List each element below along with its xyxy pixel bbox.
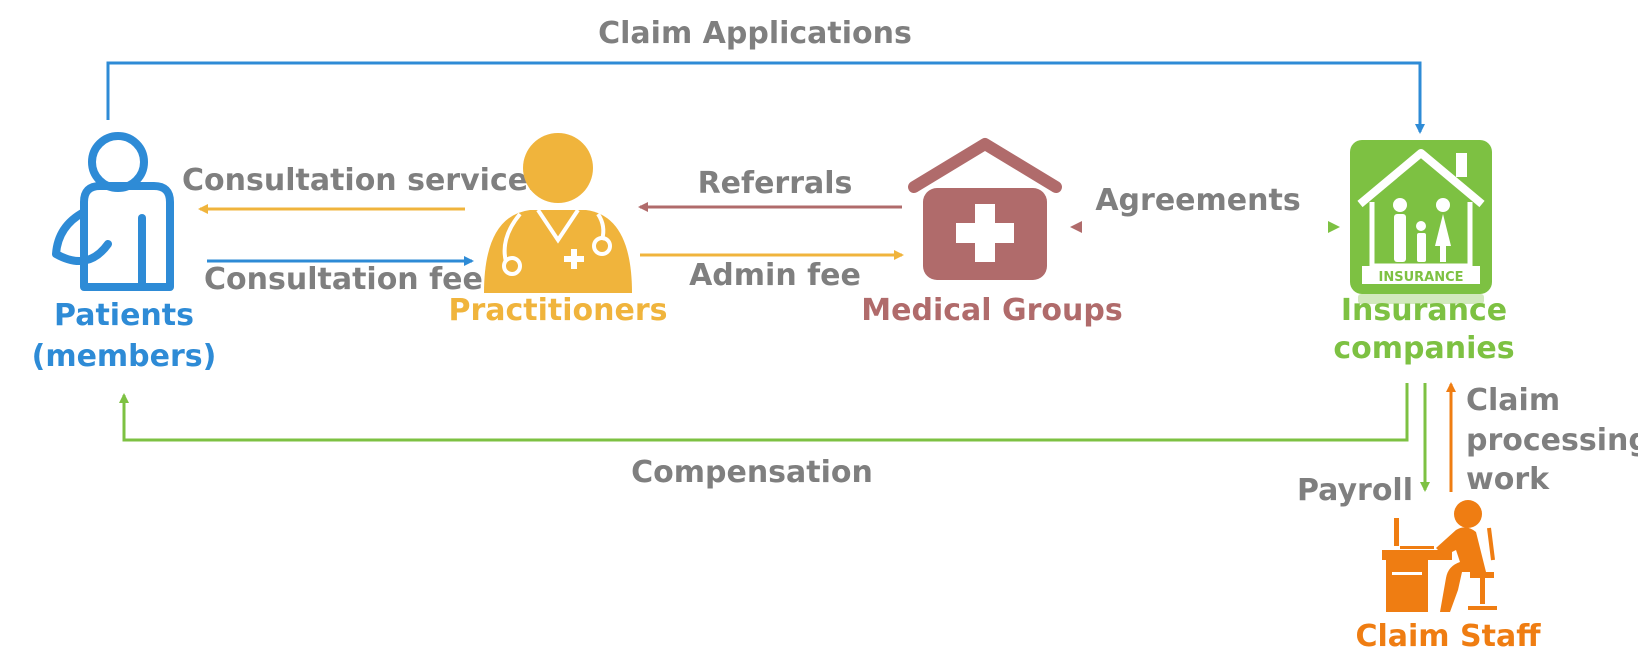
node-label-insurance-line2: companies xyxy=(1333,331,1514,366)
node-label-insurance-line1: Insurance xyxy=(1341,293,1507,328)
patient-person-icon xyxy=(52,132,174,291)
edge-claim-applications xyxy=(106,61,1425,134)
edge-label-claim-processing-line1: Claim xyxy=(1466,383,1560,418)
edge-label-claim-processing-line3: work xyxy=(1466,462,1550,497)
node-label-medical-groups: Medical Groups xyxy=(861,293,1122,328)
node-label-patients-line2: (members) xyxy=(32,339,217,374)
edge-label-admin-fee: Admin fee xyxy=(689,258,861,293)
edge-label-referrals: Referrals xyxy=(698,166,853,201)
edge-label-claim-processing-line2: processing xyxy=(1466,423,1638,458)
edge-label-payroll: Payroll xyxy=(1297,473,1413,508)
hospital-house-icon xyxy=(908,138,1062,280)
edge-label-agreements: Agreements xyxy=(1095,183,1300,218)
node-label-patients-line1: Patients xyxy=(54,298,194,333)
node-label-claim-staff: Claim Staff xyxy=(1355,619,1541,654)
edge-label-claim-applications: Claim Applications xyxy=(598,16,912,51)
insurance-sign-text: INSURANCE xyxy=(1378,270,1463,285)
edge-agreements xyxy=(1070,221,1340,233)
edge-label-consultation-fee: Consultation fee xyxy=(204,262,483,297)
node-label-practitioners: Practitioners xyxy=(448,293,667,328)
worker-at-desk-icon xyxy=(1382,500,1497,612)
edge-compensation xyxy=(119,383,1409,442)
doctor-icon xyxy=(484,133,632,293)
edge-label-consultation-services: Consultation services xyxy=(182,163,546,198)
insurance-family-house-icon: INSURANCE xyxy=(1350,140,1492,304)
edge-label-compensation: Compensation xyxy=(631,455,873,490)
